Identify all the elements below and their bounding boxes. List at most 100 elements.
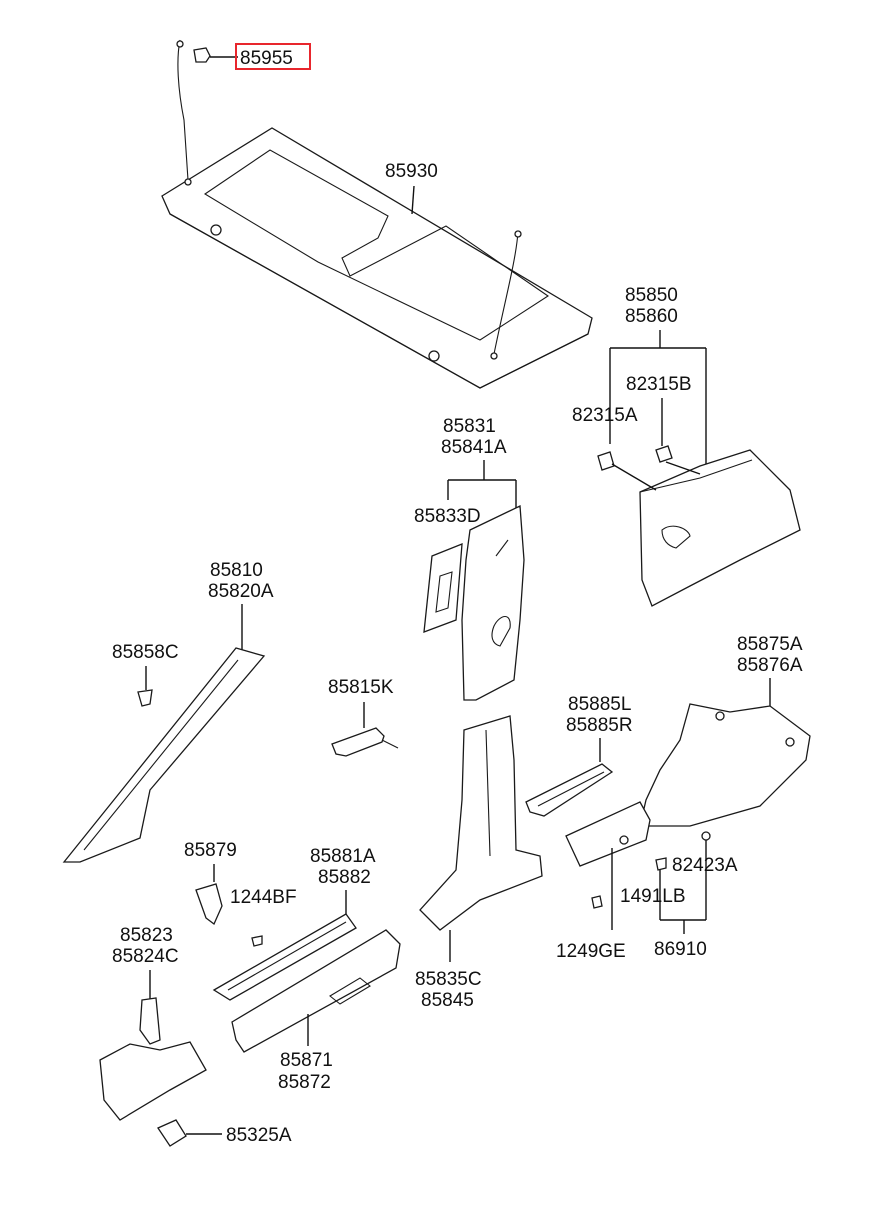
label-85845[interactable]: 85845 xyxy=(421,990,474,1011)
label-85858c[interactable]: 85858C xyxy=(112,642,179,663)
part-85879-group[interactable]: 85879 xyxy=(184,840,237,926)
label-85871[interactable]: 85871 xyxy=(280,1050,333,1071)
part-85955-group[interactable]: 85955 xyxy=(176,39,311,181)
label-1244bf[interactable]: 1244BF xyxy=(230,887,297,908)
rear-quarter-trim-ridge xyxy=(639,459,753,493)
part-85810-group[interactable]: 85810 85820A xyxy=(62,560,274,863)
clip-82315b xyxy=(655,445,673,463)
part-82423a-group[interactable]: 82423A xyxy=(672,831,738,920)
part-85881a-group[interactable]: 85881A 85882 xyxy=(212,846,376,1001)
package-tray-recess xyxy=(203,149,549,341)
pillar-cutout-lower xyxy=(491,615,511,647)
label-85824c[interactable]: 85824C xyxy=(112,946,179,967)
pad-85815k xyxy=(331,727,385,757)
lower-trim-hole-1 xyxy=(715,711,725,721)
label-85885l[interactable]: 85885L xyxy=(568,694,631,715)
label-1491lb[interactable]: 1491LB xyxy=(620,886,686,907)
center-pillar-upper-trim xyxy=(461,505,525,701)
strap-anchor-right xyxy=(490,352,498,360)
label-85815k[interactable]: 85815K xyxy=(328,677,394,698)
part-85823-group[interactable]: 85823 85824C xyxy=(99,925,207,1121)
label-82315b[interactable]: 82315B xyxy=(626,374,692,395)
label-85831[interactable]: 85831 xyxy=(443,416,496,437)
label-86910[interactable]: 86910 xyxy=(654,939,707,960)
label-85885r[interactable]: 85885R xyxy=(566,715,633,736)
strap-ring-top xyxy=(176,40,184,48)
part-85875a-group[interactable]: 85875A 85876A xyxy=(639,634,811,827)
label-85841a[interactable]: 85841A xyxy=(441,437,507,458)
highlight-box-85955 xyxy=(235,43,311,70)
clip-85325a xyxy=(157,1119,187,1147)
lower-trim-hole-2 xyxy=(785,737,795,747)
label-85835c[interactable]: 85835C xyxy=(415,969,482,990)
seat-belt-cover-slot xyxy=(435,571,453,613)
label-85872[interactable]: 85872 xyxy=(278,1072,331,1093)
part-86910-bracket[interactable] xyxy=(565,801,651,867)
clip-82315a xyxy=(597,451,615,471)
part-85858c-group[interactable]: 85858C xyxy=(112,642,179,707)
rear-quarter-trim-cutout xyxy=(661,525,691,549)
grommet-85955 xyxy=(193,47,211,63)
rear-quarter-trim xyxy=(639,449,801,607)
tray-clip-right xyxy=(428,350,440,362)
label-85810[interactable]: 85810 xyxy=(210,560,263,581)
pillar-crease xyxy=(495,539,509,557)
part-85833d-group[interactable]: 85833D xyxy=(414,506,481,633)
bracket-86910 xyxy=(565,801,651,867)
part-85835c-group[interactable]: 85835C 85845 xyxy=(415,715,543,1011)
center-pillar-lower-trim xyxy=(419,715,543,931)
label-85882[interactable]: 85882 xyxy=(318,867,371,888)
part-85850-group[interactable]: 85850 85860 xyxy=(609,285,801,607)
sill-trim-85871 xyxy=(231,929,401,1053)
part-1244bf-group[interactable]: 1244BF xyxy=(230,887,297,947)
label-85955[interactable]: 85955 xyxy=(240,48,293,69)
label-85879[interactable]: 85879 xyxy=(184,840,237,861)
part-85885l-group[interactable]: 85885L 85885R xyxy=(525,694,633,817)
part-85815k-group[interactable]: 85815K xyxy=(328,677,399,757)
label-1249ge[interactable]: 1249GE xyxy=(556,941,626,962)
label-85833d[interactable]: 85833D xyxy=(414,506,481,527)
package-tray-edge xyxy=(169,213,589,389)
part-86910-group[interactable]: 86910 xyxy=(654,919,707,960)
label-85876a[interactable]: 85876A xyxy=(737,655,803,676)
part-85871-group[interactable]: 85871 85872 xyxy=(231,929,401,1093)
part-85325a-group[interactable]: 85325A xyxy=(157,1119,292,1147)
sill-trim-85871-notch xyxy=(329,977,371,1005)
package-tray-outline xyxy=(161,127,593,389)
part-85930-package-tray[interactable]: 85930 xyxy=(161,127,593,389)
label-82315a[interactable]: 82315A xyxy=(572,405,638,426)
label-85823[interactable]: 85823 xyxy=(120,925,173,946)
label-85881a[interactable]: 85881A xyxy=(310,846,376,867)
leader-85930 xyxy=(411,185,415,215)
kick-panel-bracket xyxy=(139,997,161,1045)
screw-1249ge xyxy=(591,895,603,909)
label-85820a[interactable]: 85820A xyxy=(208,581,274,602)
part-82315a-group[interactable]: 82315A xyxy=(572,405,657,491)
bolt-1491lb xyxy=(655,857,667,871)
front-pillar-edge xyxy=(83,659,239,851)
label-85860[interactable]: 85860 xyxy=(625,306,678,327)
part-1249ge-group[interactable]: 1249GE xyxy=(556,848,626,962)
part-82315b-group[interactable]: 82315B xyxy=(626,374,701,475)
part-85831-group[interactable]: 85831 85841A xyxy=(441,416,525,701)
label-82423a[interactable]: 82423A xyxy=(672,855,738,876)
strap-anchor-left xyxy=(184,178,192,186)
center-pillar-lower-crease xyxy=(485,729,491,857)
pad-85815k-wire xyxy=(381,739,399,749)
label-85930[interactable]: 85930 xyxy=(385,161,438,182)
bracket-86910-bolt xyxy=(619,835,629,845)
label-85325a[interactable]: 85325A xyxy=(226,1125,292,1146)
scuff-plate-85881a-groove xyxy=(227,921,347,991)
package-tray-strap-right xyxy=(493,231,519,355)
kick-panel-85823 xyxy=(99,1041,207,1121)
label-85875a[interactable]: 85875A xyxy=(737,634,803,655)
part-1491lb-group[interactable]: 1491LB xyxy=(620,857,686,920)
front-pillar-trim xyxy=(62,647,266,863)
label-85850[interactable]: 85850 xyxy=(625,285,678,306)
seat-belt-cover-85833d xyxy=(423,543,463,633)
nut-82423a xyxy=(701,831,711,841)
package-tray-strap xyxy=(177,39,189,181)
screw-1244bf xyxy=(251,935,263,947)
scuff-plate-85885-groove xyxy=(537,771,605,807)
